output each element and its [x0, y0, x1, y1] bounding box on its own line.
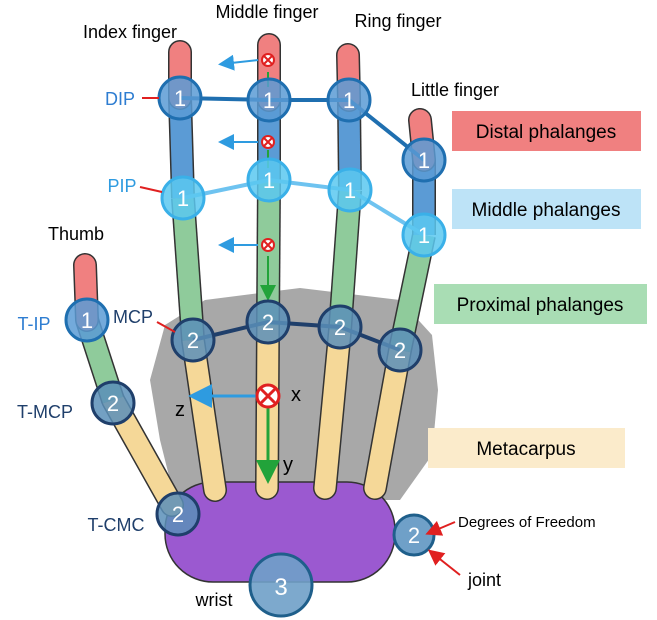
- label-thumb-cmc: T-CMC: [88, 515, 145, 535]
- label-wrist: wrist: [195, 590, 233, 610]
- dof-label: 2: [262, 310, 274, 335]
- dof-label: 1: [177, 186, 189, 211]
- ring-metacarpal: [325, 330, 340, 488]
- joint-pip-index: 1: [162, 177, 204, 219]
- joint-pip-middle: 1: [248, 159, 290, 201]
- joint-mcp-ring: 2: [319, 306, 361, 348]
- joint-dip-ring: 1: [328, 79, 370, 121]
- legend-joint-label: joint: [467, 570, 501, 590]
- dof-label: 2: [187, 328, 199, 353]
- joint-thumb-mcp: 2: [92, 382, 134, 424]
- dof-label: 1: [418, 223, 430, 248]
- dof-label: 1: [263, 168, 275, 193]
- dof-label: 1: [81, 308, 93, 333]
- legend-middle-label: Middle phalanges: [472, 200, 621, 221]
- legend-proximal-label: Proximal phalanges: [457, 295, 624, 316]
- axis-y-label: y: [283, 454, 293, 476]
- joint-dip-index: 1: [159, 77, 201, 119]
- dof-label: 1: [418, 148, 430, 173]
- legend-metacarpus: Metacarpus: [428, 428, 625, 468]
- label-little-finger: Little finger: [411, 80, 499, 100]
- axis-x-marker: [257, 385, 279, 407]
- dof-label: 2: [107, 391, 119, 416]
- label-middle-finger: Middle finger: [215, 2, 318, 22]
- axis-x-label: x: [291, 384, 301, 406]
- joint-dip-middle: 1: [248, 79, 290, 121]
- x-axis-marker-mcp: [262, 239, 274, 251]
- legend-distal: Distal phalanges: [452, 111, 641, 151]
- legend-joint: 2: [394, 515, 434, 555]
- x-axis-marker-dip: [262, 54, 274, 66]
- joint-pip-ring: 1: [329, 169, 371, 211]
- joint-mcp-little: 2: [379, 329, 421, 371]
- legend-proximal: Proximal phalanges: [434, 284, 647, 324]
- joint-pip-little: 1: [403, 214, 445, 256]
- dof-label: 2: [334, 315, 346, 340]
- joint-mcp-middle: 2: [247, 301, 289, 343]
- legend-distal-label: Distal phalanges: [476, 122, 616, 143]
- dof-label: 2: [394, 338, 406, 363]
- joint-thumb-cmc: 2: [157, 493, 199, 535]
- x-axis-marker-pip: [262, 136, 274, 148]
- axis-z-label: z: [175, 399, 185, 421]
- joint-dip-little: 1: [403, 139, 445, 181]
- joint-mcp-index: 2: [172, 319, 214, 361]
- dof-label: 2: [172, 502, 184, 527]
- dof-label: 3: [274, 574, 287, 601]
- dof-label: 1: [343, 88, 355, 113]
- legend-middle: Middle phalanges: [452, 189, 641, 229]
- label-thumb-ip: T-IP: [17, 314, 50, 334]
- legend-metacarpus-label: Metacarpus: [476, 439, 575, 460]
- pip-connector: [183, 180, 424, 235]
- label-mcp: MCP: [113, 307, 153, 327]
- label-thumb-mcp: T-MCP: [17, 402, 73, 422]
- label-ring-finger: Ring finger: [354, 11, 441, 31]
- joint-thumb-ip: 1: [66, 299, 108, 341]
- label-dip: DIP: [105, 89, 135, 109]
- dof-label: 1: [263, 88, 275, 113]
- dof-label: 2: [408, 523, 420, 548]
- label-index-finger: Index finger: [83, 22, 177, 42]
- dip-connector: [180, 98, 424, 160]
- legend-dof-label: Degrees of Freedom: [458, 514, 596, 531]
- label-pip: PIP: [107, 176, 136, 196]
- joint-wrist: 3: [250, 554, 312, 616]
- label-thumb: Thumb: [48, 224, 104, 244]
- dof-label: 1: [174, 86, 186, 111]
- dof-label: 1: [344, 178, 356, 203]
